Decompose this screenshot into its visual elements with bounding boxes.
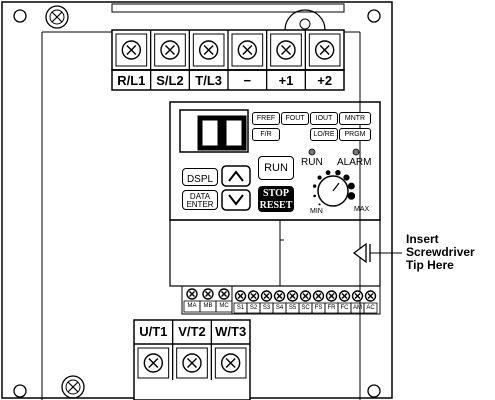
tag-fref: FREF	[252, 112, 280, 125]
callout-line1: Insert	[406, 232, 439, 246]
control-terminal-label: FS	[314, 305, 323, 311]
tag-mntr: MNTR	[339, 112, 371, 125]
run-button-label: RUN	[264, 162, 288, 174]
dial-scale-dot	[343, 174, 350, 181]
dial-scale-dot	[313, 194, 316, 198]
tag-fr: F/R	[252, 128, 280, 141]
dial-scale-dot	[347, 192, 356, 200]
control-terminal-label: S5	[288, 305, 297, 311]
control-terminal-label: FC	[340, 305, 349, 311]
control-terminal-label: AM	[353, 305, 362, 311]
tag-prgm: PRGM	[339, 128, 371, 141]
mount-hole-top-left	[13, 9, 27, 23]
top-terminal-label: T/L3	[195, 73, 223, 88]
mount-hole-top-right	[367, 9, 381, 23]
led-display-window	[179, 109, 249, 153]
top-terminal-label: −	[243, 73, 252, 88]
control-terminal-label: S3	[262, 305, 271, 311]
dial-scale-dot	[312, 184, 317, 188]
alarm-led-label: ALARM	[337, 157, 372, 168]
control-terminal-label: FR	[327, 305, 336, 311]
mount-hole-bottom-left	[13, 384, 27, 398]
tag-iout: IOUT	[310, 112, 338, 125]
relay-terminal-label: MB	[203, 303, 213, 309]
dial-scale-dot	[335, 169, 341, 176]
tag-fout: FOUT	[281, 112, 309, 125]
control-terminal-label: S2	[249, 305, 258, 311]
run-led-label: RUN	[301, 157, 323, 168]
tag-lore: LO/RE	[310, 128, 338, 141]
data-enter-button[interactable]: DATA ENTER	[182, 190, 218, 210]
ground-screw-bottom	[61, 375, 85, 399]
control-terminal-strip	[181, 285, 381, 315]
dspl-label: DSPL	[186, 174, 214, 185]
relay-terminal-label: MC	[219, 303, 229, 309]
top-terminal-label: S/L2	[156, 73, 184, 88]
stop-reset-button[interactable]: STOP RESET	[258, 186, 294, 212]
screwdriver-slot-arrow	[352, 242, 367, 264]
down-button	[221, 189, 251, 211]
bottom-terminal-label: W/T3	[215, 324, 247, 339]
top-terminal-label: +1	[278, 73, 294, 88]
run-led	[308, 148, 316, 156]
control-terminal-label: SC	[301, 305, 310, 311]
bottom-terminal-label: U/T1	[139, 324, 168, 339]
top-terminal-label: +2	[317, 73, 333, 88]
dial-scale-dot	[317, 175, 322, 180]
reset-label: RESET	[259, 200, 293, 211]
data-label: DATA	[189, 192, 211, 201]
control-terminal-label: S4	[275, 305, 284, 311]
dial-min-label: MIN	[310, 208, 323, 215]
callout-line2: Screwdriver	[406, 245, 475, 259]
callout-line3: Tip Here	[406, 258, 454, 272]
control-terminal-label: S1	[236, 305, 245, 311]
screwdriver-callout: Insert Screwdriver Tip Here	[406, 233, 475, 272]
terminal-cover	[169, 219, 381, 287]
run-button[interactable]: RUN	[258, 156, 294, 180]
relay-terminal-label: MA	[187, 303, 197, 309]
alarm-led	[352, 148, 360, 156]
dspl-button[interactable]: DSPL	[182, 168, 218, 186]
dial-max-label: MAX	[354, 206, 370, 213]
mount-hole-bottom-right	[367, 384, 381, 398]
enter-label: ENTER	[186, 200, 214, 209]
dial-scale-dot	[347, 182, 355, 190]
stop-label: STOP	[263, 188, 289, 199]
up-button	[221, 165, 251, 187]
ground-screw-top	[45, 5, 69, 29]
dial-scale-dot	[325, 170, 331, 176]
top-terminal-label: R/L1	[117, 73, 146, 88]
dial-scale-dot	[318, 203, 321, 206]
bottom-terminal-label: V/T2	[178, 324, 206, 339]
control-terminal-label: AC	[366, 305, 375, 311]
